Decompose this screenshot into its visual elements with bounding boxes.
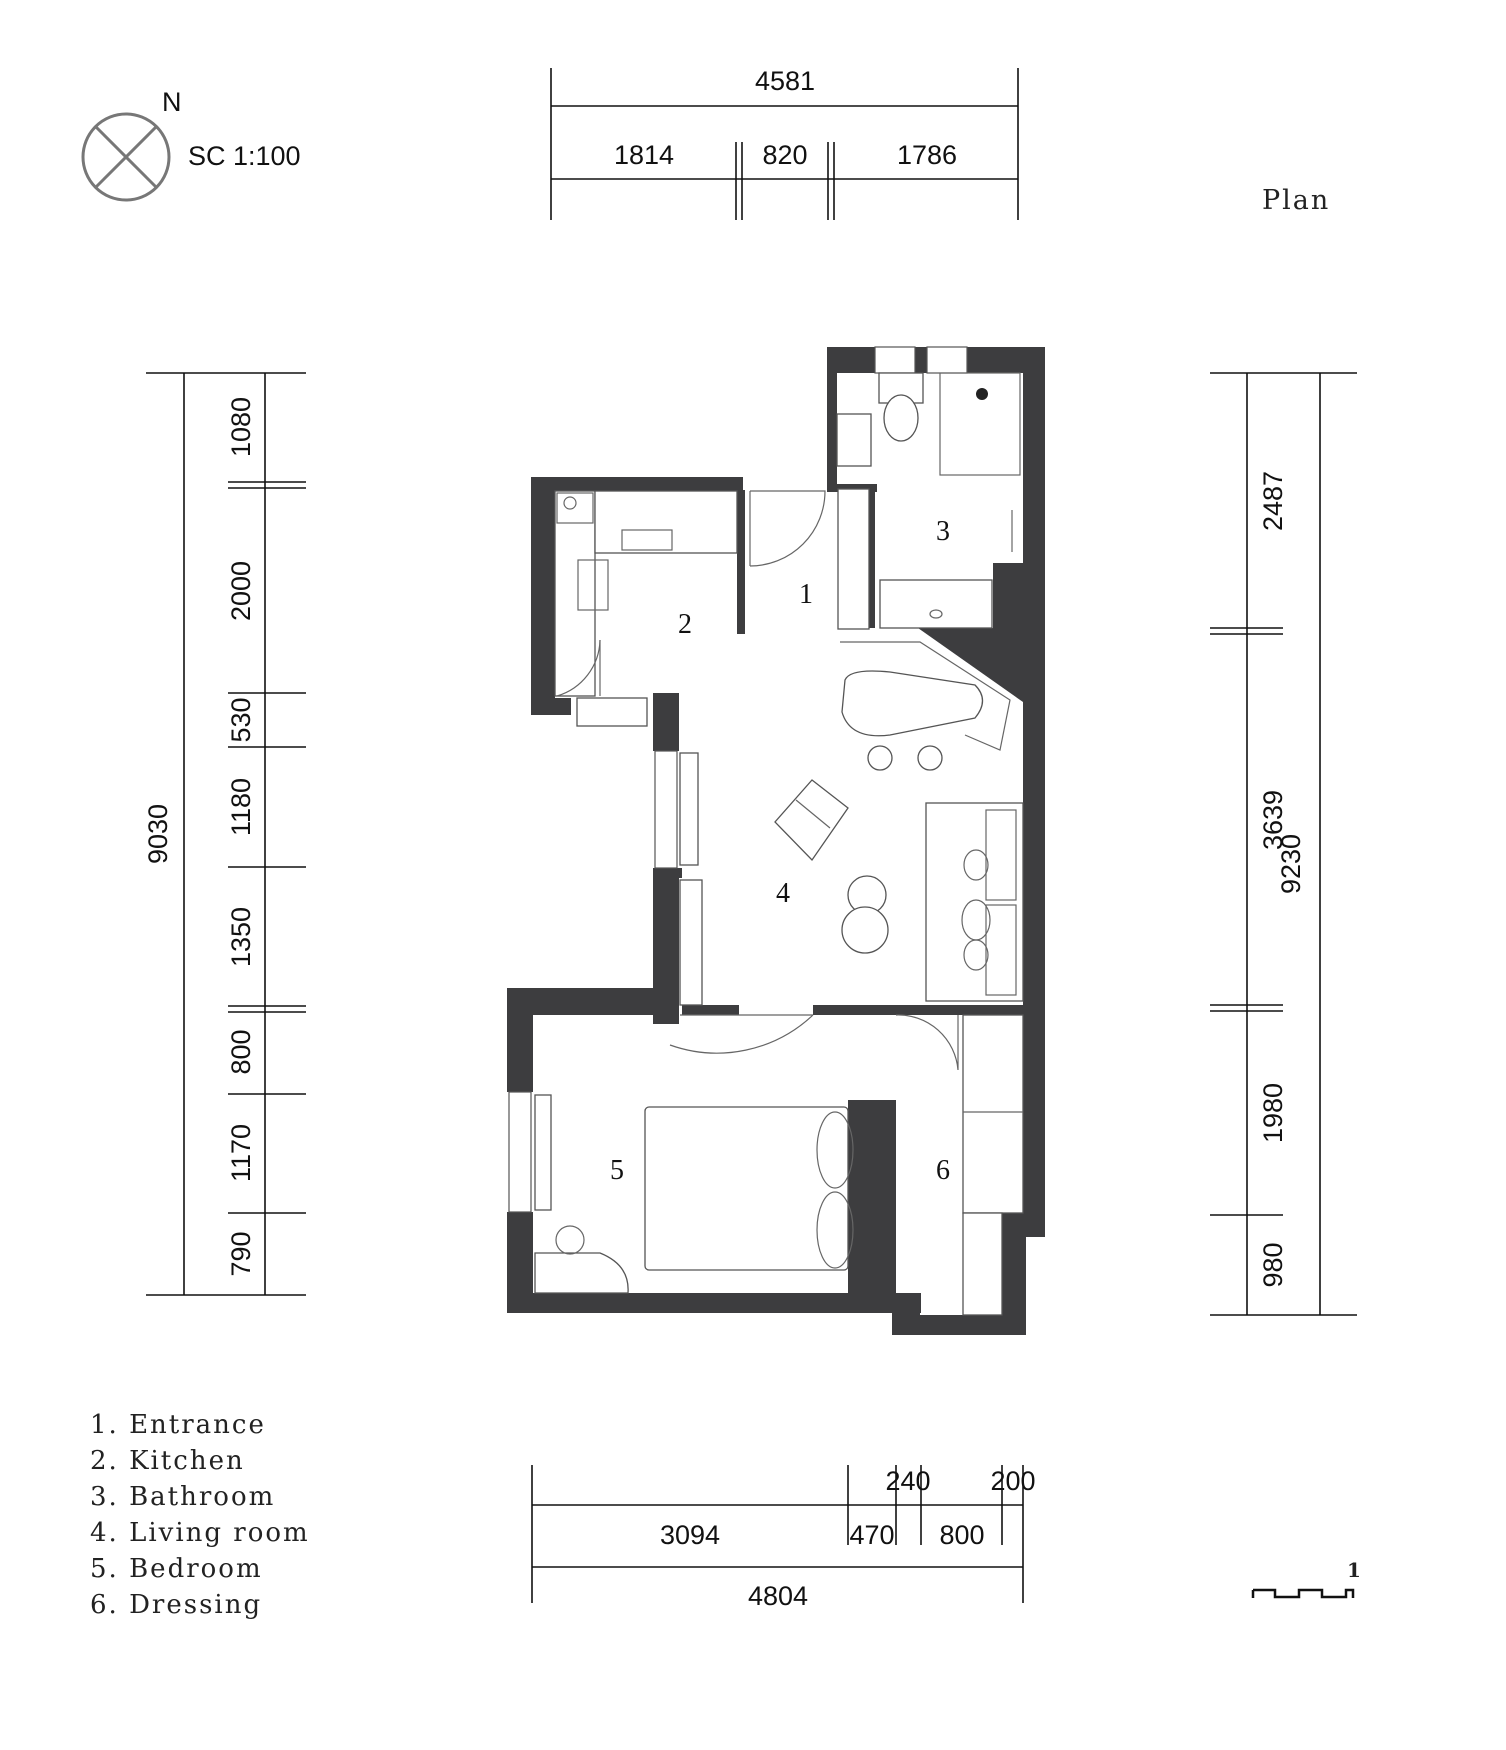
- dining-table: [840, 641, 1011, 771]
- bottom-dimension-chain: [531, 1465, 1024, 1603]
- room-number-bathroom: 3: [936, 516, 950, 547]
- right-dimension-4: 980: [1258, 1242, 1288, 1287]
- legend-item-dressing: 6. Dressing: [90, 1590, 262, 1620]
- legend-item-kitchen: 2. Kitchen: [90, 1446, 245, 1476]
- right-dimension-chain: [1210, 372, 1357, 1316]
- room-number-kitchen: 2: [678, 609, 692, 640]
- right-dimension-1: 2487: [1258, 471, 1288, 531]
- scale-label: SC 1:100: [188, 141, 301, 171]
- coffee-tables: [841, 875, 889, 954]
- left-dimension-1: 1080: [226, 397, 256, 457]
- legend-item-living-room: 4. Living room: [90, 1518, 310, 1548]
- left-dimension-chain: [146, 372, 306, 1296]
- left-dimension-6: 800: [226, 1029, 256, 1074]
- bottom-dimension-2: 470: [849, 1520, 894, 1550]
- room-number-bedroom: 5: [610, 1155, 624, 1186]
- bedroom-door: [669, 1014, 814, 1054]
- left-dimension-2: 2000: [226, 561, 256, 621]
- bottom-dimension-4: 800: [939, 1520, 984, 1550]
- north-arrow-compass: [81, 112, 171, 202]
- left-dimension-7: 1170: [226, 1124, 256, 1182]
- scale-bar: [1251, 1588, 1355, 1599]
- radiators: [534, 752, 703, 1211]
- left-dimension-5: 1350: [226, 907, 256, 967]
- bottom-dimension-3: 240: [885, 1466, 930, 1496]
- kitchen-fixtures: [554, 490, 738, 727]
- bathroom-fixtures: [836, 372, 1021, 630]
- left-total-dimension: 9030: [143, 804, 173, 864]
- bottom-total-dimension: 4804: [748, 1581, 808, 1611]
- room-number-dressing: 6: [936, 1155, 950, 1186]
- legend-item-bathroom: 3. Bathroom: [90, 1482, 275, 1512]
- bedroom-desk: [534, 1225, 629, 1294]
- room-legend: 1. Entrance 2. Kitchen 3. Bathroom 4. Li…: [90, 1410, 310, 1620]
- right-total-dimension: 9230: [1276, 834, 1306, 894]
- entrance-door: [749, 490, 826, 567]
- left-dimension-3: 530: [226, 697, 256, 742]
- top-dimension-chain: [550, 68, 1019, 220]
- top-dimension-1: 1814: [614, 140, 674, 170]
- plan-title: Plan: [1262, 185, 1330, 216]
- sofa: [925, 802, 1024, 1002]
- windows: [508, 346, 968, 1213]
- top-dimension-3: 1786: [897, 140, 957, 170]
- armchair: [774, 779, 849, 862]
- top-dimension-2: 820: [762, 140, 807, 170]
- legend-item-entrance: 1. Entrance: [90, 1410, 266, 1440]
- left-dimension-4: 1180: [226, 778, 256, 836]
- bottom-dimension-5: 200: [990, 1466, 1035, 1496]
- right-dimension-2: 3639: [1258, 790, 1288, 850]
- scale-bar-label: 1: [1347, 1558, 1361, 1582]
- north-label: N: [162, 87, 182, 117]
- bed: [644, 1106, 854, 1271]
- dressing-fixtures: [895, 1014, 1024, 1316]
- bottom-dimension-1: 3094: [660, 1520, 720, 1550]
- room-number-entrance: 1: [799, 579, 813, 610]
- legend-item-bedroom: 5. Bedroom: [90, 1554, 263, 1584]
- right-dimension-3: 1980: [1258, 1083, 1288, 1143]
- room-number-living-room: 4: [776, 878, 790, 909]
- top-total-dimension: 4581: [755, 66, 815, 96]
- left-dimension-8: 790: [226, 1231, 256, 1276]
- walls: [507, 347, 1045, 1335]
